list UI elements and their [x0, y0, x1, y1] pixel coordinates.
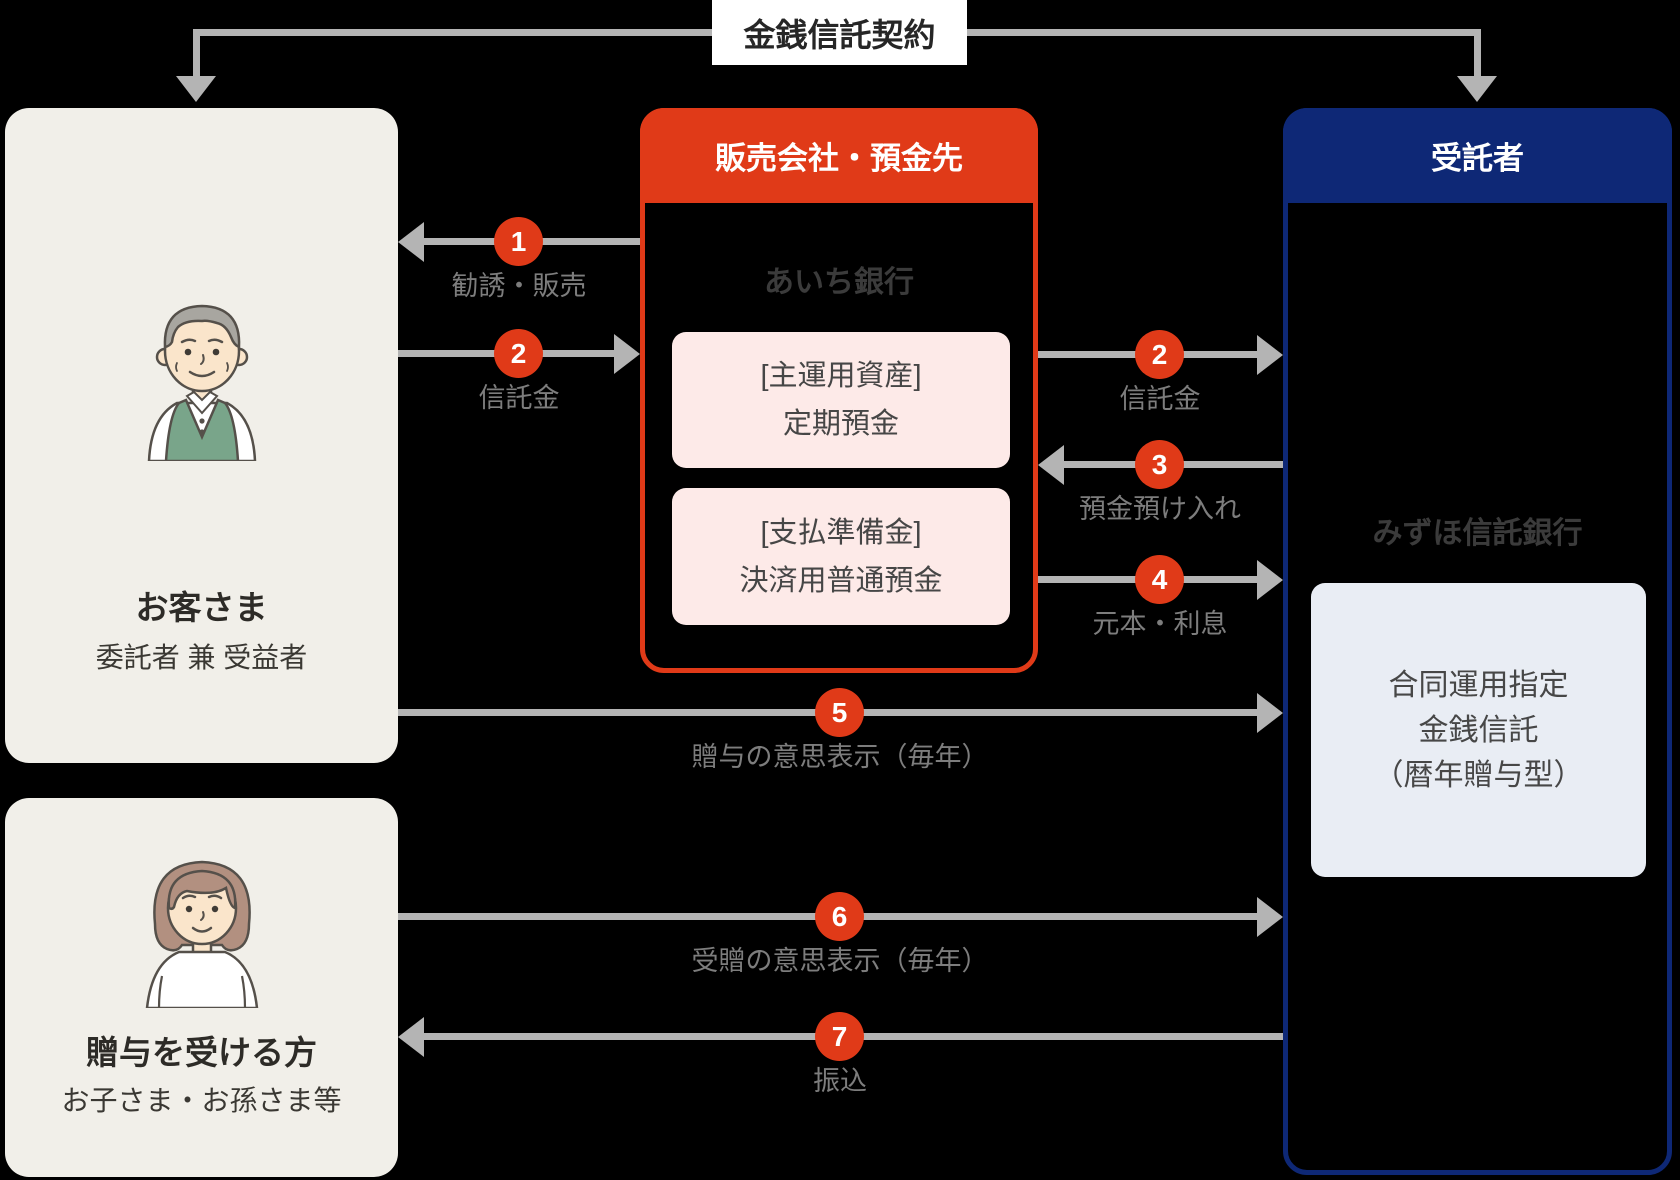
arrow-down-left-icon — [176, 76, 216, 102]
arrow-label: 振込 — [813, 1066, 867, 1096]
customer-title: お客さま — [135, 589, 268, 626]
arrowhead-icon — [398, 222, 424, 262]
step-badge: 6 — [815, 892, 864, 941]
step-badge: 5 — [815, 688, 864, 737]
contract-connector-left-drop — [193, 29, 200, 78]
step-badge: 2 — [494, 329, 543, 378]
recipient-subtitle: お子さま・お孫さま等 — [61, 1085, 342, 1116]
trustee-header: 受託者 — [1283, 108, 1672, 203]
trustee-box: 受託者 みずほ信託銀行 合同運用指定 金銭信託 （暦年贈与型） — [1283, 108, 1672, 1175]
contract-label: 金銭信託契約 — [712, 0, 967, 65]
arrow-label: 贈与の意思表示（毎年） — [691, 742, 989, 772]
arrow-label: 信託金 — [478, 383, 560, 413]
sales-company-header: 販売会社・預金先 — [640, 108, 1038, 203]
arrow-2-trust-money-right: 2 信託金 — [1038, 330, 1283, 414]
sales-company-box: 販売会社・預金先 あいち銀行 [主運用資産] 定期預金 [支払準備金] 決済用普… — [640, 108, 1038, 673]
arrow-label: 預金預け入れ — [1079, 494, 1241, 524]
main-asset-line2: 定期預金 — [782, 408, 899, 440]
step-badge: 7 — [815, 1012, 864, 1061]
arrow-down-right-icon — [1457, 76, 1497, 102]
arrowhead-icon — [614, 334, 640, 374]
arrow-label: 元本・利息 — [1092, 609, 1228, 639]
recipient-title: 贈与を受ける方 — [86, 1034, 317, 1071]
payment-reserve-line2: 決済用普通預金 — [739, 564, 943, 597]
trust-product-line2: 金銭信託 — [1418, 713, 1539, 747]
arrowhead-icon — [1038, 445, 1064, 485]
arrow-label: 信託金 — [1119, 384, 1201, 414]
arrowhead-icon — [1257, 897, 1283, 937]
payment-reserve-line1: [支払準備金] — [760, 516, 922, 549]
trustee-bank-name: みずほ信託銀行 — [1372, 517, 1583, 550]
contract-connector-right-drop — [1474, 29, 1481, 78]
arrowhead-icon — [1257, 693, 1283, 733]
arrowhead-icon — [398, 1017, 424, 1057]
main-asset-box: [主運用資産] 定期預金 — [672, 332, 1010, 468]
step-badge: 4 — [1135, 555, 1184, 604]
step-badge: 2 — [1135, 330, 1184, 379]
sales-bank-name: あいち銀行 — [764, 266, 914, 299]
step-badge: 1 — [494, 217, 543, 266]
arrow-1-solicitation: 1 勧誘・販売 — [398, 217, 640, 301]
woman-icon — [145, 860, 259, 1008]
trust-product-line1: 合同運用指定 — [1388, 668, 1569, 702]
arrow-2-trust-money-left: 2 信託金 — [398, 329, 640, 413]
arrow-7-transfer: 7 振込 — [398, 1012, 1283, 1096]
arrow-4-principal-interest: 4 元本・利息 — [1038, 555, 1283, 639]
arrow-label: 勧誘・販売 — [451, 271, 587, 301]
arrowhead-icon — [1257, 560, 1283, 600]
customer-box: お客さま 委託者 兼 受益者 — [5, 108, 398, 763]
recipient-box: 贈与を受ける方 お子さま・お孫さま等 — [5, 798, 398, 1177]
arrow-6-receipt-intent: 6 受贈の意思表示（毎年） — [398, 892, 1283, 976]
payment-reserve-box: [支払準備金] 決済用普通預金 — [672, 488, 1010, 625]
main-asset-line1: [主運用資産] — [760, 360, 922, 392]
trust-product-box: 合同運用指定 金銭信託 （暦年贈与型） — [1311, 583, 1646, 877]
arrow-label: 受贈の意思表示（毎年） — [691, 946, 989, 976]
customer-subtitle: 委託者 兼 受益者 — [95, 642, 308, 673]
step-badge: 3 — [1135, 440, 1184, 489]
elderly-man-icon — [147, 304, 257, 461]
arrow-5-gift-intent: 5 贈与の意思表示（毎年） — [398, 688, 1283, 772]
trust-product-line3: （暦年贈与型） — [1373, 758, 1584, 792]
arrowhead-icon — [1257, 335, 1283, 375]
arrow-3-deposit: 3 預金預け入れ — [1038, 440, 1283, 524]
